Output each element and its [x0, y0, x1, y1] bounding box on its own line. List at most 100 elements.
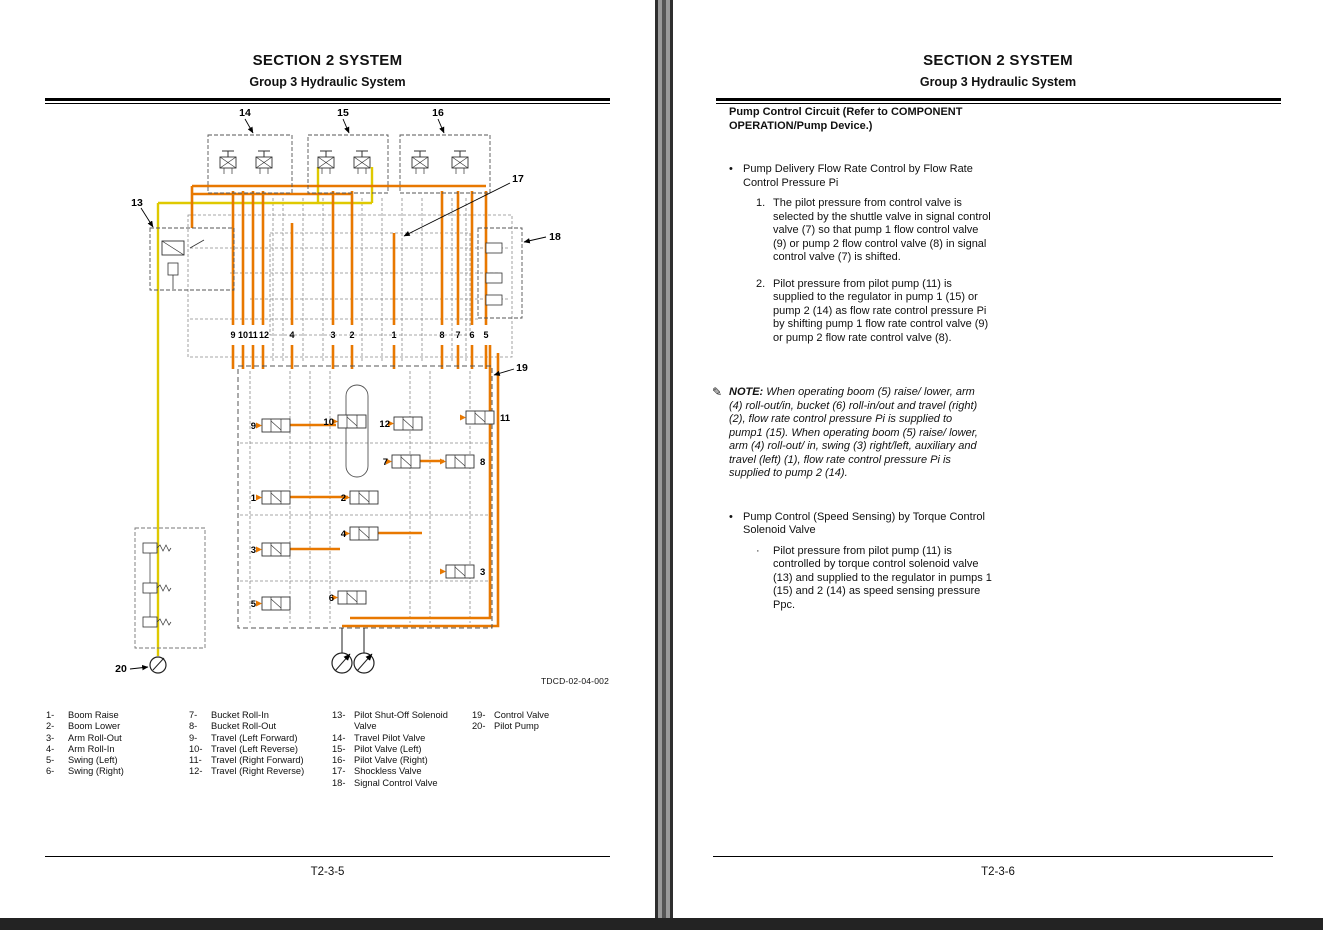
pilot-pump — [149, 656, 167, 674]
port-6: 6 — [469, 330, 474, 340]
legend-item: 5-Swing (Left) — [46, 755, 118, 766]
port-10: 10 — [238, 330, 248, 340]
port-5: 5 — [483, 330, 488, 340]
port-1: 1 — [391, 330, 396, 340]
legend-item: 13-Pilot Shut-Off Solenoid Valve — [332, 710, 448, 732]
legend-item: 11-Travel (Right Forward) — [189, 755, 304, 766]
port-8: 8 — [439, 330, 444, 340]
legend-item: 19-Control Valve — [472, 710, 550, 720]
callout-14: 14 — [239, 107, 251, 119]
port-3: 3 — [330, 330, 335, 340]
pilot-shutoff-solenoid-valve — [149, 227, 235, 291]
pilot-valve-right-group — [399, 134, 491, 194]
bullet-body: Pump Delivery Flow Rate Control by Flow … — [743, 163, 995, 358]
legend-item: 15-Pilot Valve (Left) — [332, 743, 422, 754]
port-4: 4 — [289, 330, 294, 340]
legend-item: 10-Travel (Left Reverse) — [189, 743, 298, 754]
bullet-title: Pump Delivery Flow Rate Control by Flow … — [743, 163, 973, 189]
valve-label-10: 10 — [323, 417, 334, 428]
topic-heading: Pump Control Circuit (Refer to COMPONENT… — [729, 106, 963, 132]
legend-item: 16-Pilot Valve (Right) — [332, 755, 428, 766]
legend-column-3: 13-Pilot Shut-Off Solenoid Valve 14-Trav… — [332, 710, 472, 789]
valve-label-3b: 3 — [480, 567, 485, 578]
dashed-pilot-network — [187, 198, 513, 623]
footer-rule — [45, 856, 610, 857]
bullet-body: Pump Control (Speed Sensing) by Torque C… — [743, 511, 995, 626]
legend-item: 6-Swing (Right) — [46, 766, 124, 777]
callout-18: 18 — [549, 231, 561, 243]
legend-column-2: 7-Bucket Roll-In 8-Bucket Roll-Out 9-Tra… — [189, 710, 332, 789]
callout-17: 17 — [512, 173, 524, 185]
note-label: NOTE: — [729, 386, 764, 398]
callout-leaders — [129, 118, 547, 671]
travel-pilot-valve-group — [207, 134, 293, 194]
legend-item: 7-Bucket Roll-In — [189, 710, 269, 720]
valve-label-11: 11 — [500, 413, 511, 424]
valve-label-1: 1 — [251, 493, 257, 504]
bullet-marker: • — [729, 510, 733, 523]
port-7: 7 — [455, 330, 460, 340]
control-valve-block — [237, 365, 495, 629]
port-9: 9 — [230, 330, 235, 340]
valve-label-5: 5 — [251, 599, 257, 610]
port-11: 11 — [248, 330, 258, 340]
valve-label-7: 7 — [383, 457, 388, 468]
port-2: 2 — [349, 330, 354, 340]
legend-item: 14-Travel Pilot Valve — [332, 732, 426, 743]
bullet-title: Pump Control (Speed Sensing) by Torque C… — [743, 510, 985, 537]
main-pumps — [331, 628, 375, 674]
valve-label-6: 6 — [329, 593, 334, 604]
valve-label-3: 3 — [251, 545, 256, 556]
callout-19: 19 — [516, 362, 528, 374]
legend-item: 17-Shockless Valve — [332, 766, 422, 777]
legend-column-1: 1-Boom Raise 2-Boom Lower 3-Arm Roll-Out… — [46, 710, 189, 789]
page-number-left: T2-3-5 — [310, 866, 345, 878]
legend-column-4: 19-Control Valve 20-Pilot Pump — [472, 710, 549, 789]
numbered-item-1: 1. The pilot pressure from control valve… — [756, 197, 991, 263]
legend-item: 12-Travel (Right Reverse) — [189, 766, 305, 777]
screenshot-bottom-edge — [0, 918, 1323, 930]
page-right: SECTION 2 SYSTEM Group 3 Hydraulic Syste… — [673, 0, 1323, 918]
valve-label-12: 12 — [379, 419, 390, 430]
hydraulic-circuit-diagram: 14 15 16 17 13 18 19 20 9 10 11 12 4 3 2… — [115, 107, 561, 675]
legend-item: 4-Arm Roll-In — [46, 743, 115, 754]
group-subtitle: Group 3 Hydraulic System — [919, 75, 1077, 89]
valve-label-2: 2 — [341, 493, 346, 504]
callout-16: 16 — [432, 107, 444, 119]
port-12: 12 — [259, 330, 269, 340]
legend-item: 9-Travel (Left Forward) — [189, 732, 298, 743]
page-left: SECTION 2 SYSTEM Group 3 Hydraulic Syste… — [0, 0, 655, 918]
valve-label-8: 8 — [480, 457, 485, 468]
yellow-pilot-lines — [156, 167, 374, 656]
header-rule — [715, 98, 1281, 104]
legend-item: 8-Bucket Roll-Out — [189, 721, 277, 732]
section-title: SECTION 2 SYSTEM — [252, 52, 403, 69]
note-block: ✎ NOTE: When operating boom (5) raise/ l… — [712, 385, 997, 481]
sub-bullet-item: · Pilot pressure from pilot pump (11) is… — [756, 544, 992, 611]
signal-control-valve — [477, 227, 523, 319]
note-pencil-icon: ✎ — [712, 385, 723, 399]
numbered-item-2: 2. Pilot pressure from pilot pump (11) i… — [756, 277, 989, 344]
bullet-section-speed-sensing: • Pump Control (Speed Sensing) by Torque… — [729, 511, 997, 626]
valve-label-4: 4 — [341, 529, 347, 540]
callout-13: 13 — [131, 197, 143, 209]
valve-label-9: 9 — [251, 421, 256, 432]
section-title: SECTION 2 SYSTEM — [923, 52, 1073, 69]
bullet-marker: • — [729, 163, 733, 175]
diagram-legend: 1-Boom Raise 2-Boom Lower 3-Arm Roll-Out… — [46, 710, 549, 789]
drawing-code: TDCD-02-04-002 — [541, 676, 609, 686]
page-gutter-divider — [655, 0, 673, 930]
footer-rule — [713, 856, 1273, 857]
page-number-right: T2-3-6 — [981, 866, 1015, 878]
group-subtitle: Group 3 Hydraulic System — [249, 75, 406, 89]
callout-20: 20 — [115, 663, 127, 675]
legend-item: 20-Pilot Pump — [472, 721, 539, 732]
orange-hydraulic-lines — [190, 184, 500, 628]
bullet-section-flow-rate: • Pump Delivery Flow Rate Control by Flo… — [729, 163, 997, 358]
header-rule — [45, 98, 610, 104]
legend-item: 1-Boom Raise — [46, 710, 119, 720]
legend-item: 2-Boom Lower — [46, 721, 121, 732]
legend-item: 18-Signal Control Valve — [332, 777, 438, 788]
pilot-valve-left-group — [307, 134, 389, 194]
